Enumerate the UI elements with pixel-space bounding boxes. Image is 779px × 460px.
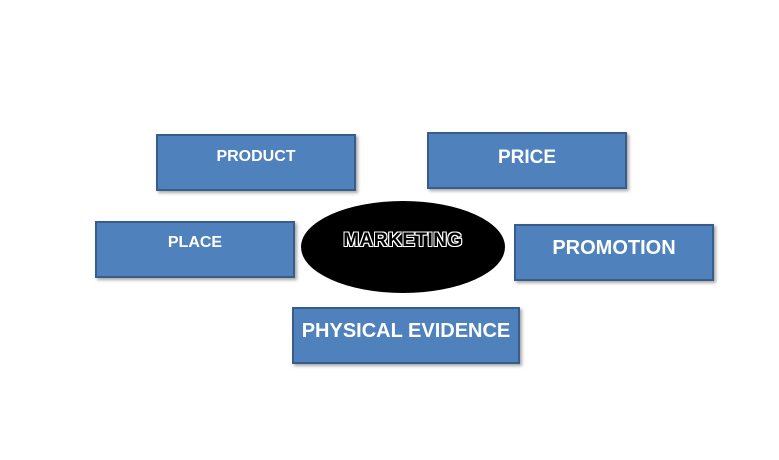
physical-evidence-label: PHYSICAL EVIDENCE bbox=[301, 320, 511, 342]
marketing-center-ellipse: MARKETING bbox=[301, 201, 505, 293]
product-box: PRODUCT bbox=[156, 134, 356, 191]
price-box: PRICE bbox=[427, 132, 627, 189]
product-label: PRODUCT bbox=[216, 148, 296, 165]
promotion-box: PROMOTION bbox=[514, 224, 714, 281]
place-label: PLACE bbox=[167, 234, 223, 251]
marketing-label: MARKETING bbox=[343, 230, 463, 251]
promotion-label: PROMOTION bbox=[552, 237, 676, 259]
price-label: PRICE bbox=[497, 147, 557, 168]
place-box: PLACE bbox=[95, 221, 295, 278]
physical-evidence-box: PHYSICAL EVIDENCE bbox=[292, 307, 520, 364]
